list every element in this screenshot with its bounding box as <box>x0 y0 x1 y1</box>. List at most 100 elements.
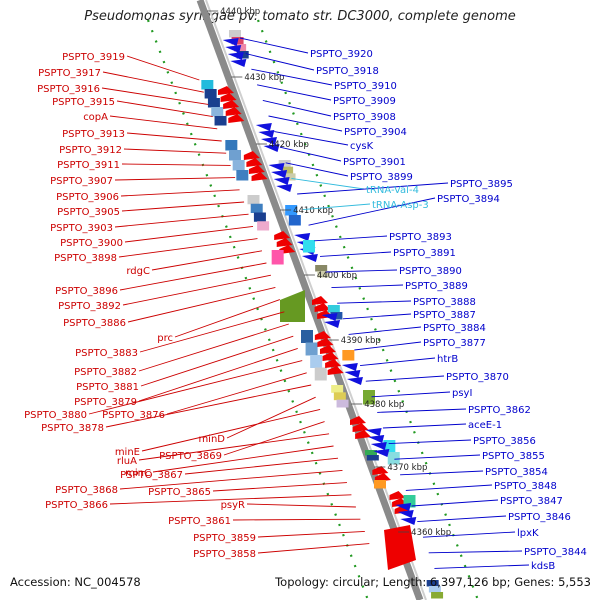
leader-line-left <box>88 360 303 415</box>
scale-tick-label: 4410 kbp <box>293 206 333 216</box>
leader-line-left <box>119 262 267 291</box>
gene-block-3858 <box>384 525 416 570</box>
scale-tick-label: 4400 kbp <box>317 271 357 281</box>
reverse-arrows-3884 <box>321 313 341 328</box>
gene-label-left: PSPTO_3881 <box>76 382 139 393</box>
reverse-arrows-3918 <box>222 38 247 67</box>
gene-block-3890 <box>315 265 330 278</box>
leader-line-right <box>417 515 507 523</box>
scale-tick-label: 4380 kbp <box>364 400 404 410</box>
gene-label-right: PSPTO_3891 <box>393 248 456 259</box>
leader-line-right <box>297 182 449 195</box>
leader-line-left <box>140 335 294 387</box>
accession-label: Accession: NC_004578 <box>10 575 141 589</box>
gene-label-left: PSPTO_3886 <box>63 318 126 329</box>
gene-label-right: PSPTO_3854 <box>485 467 548 478</box>
gene-label-left: PSPTO_3861 <box>168 516 231 527</box>
leader-line-left <box>121 163 231 166</box>
leader-line-right <box>274 131 349 146</box>
leader-line-right <box>314 235 388 242</box>
gene-label-left: PSPTO_3868 <box>55 485 118 496</box>
leader-line-left <box>118 238 258 258</box>
genome-summary: Topology: circular; Length: 6,397,126 bp… <box>275 575 591 589</box>
leader-line-right <box>360 357 436 367</box>
rna-label: tRNA-Asp-3 <box>372 200 429 211</box>
leader-line-left <box>184 457 339 475</box>
forward-arrows-3911 <box>243 151 268 181</box>
leader-line-right <box>394 454 481 460</box>
gene-block-3865 <box>374 480 386 489</box>
gene-label-right: PSPTO_3899 <box>350 172 413 183</box>
gene-label-left: PSPTO_3906 <box>56 192 119 203</box>
gene-label-left: PSPTO_3911 <box>57 160 120 171</box>
label-leader-lines <box>88 37 530 569</box>
leader-line-right <box>382 423 467 429</box>
scale-ticks: 4440 kbp 4430 kbp 4420 kbp 4410 kbp 4400 kbp… <box>207 7 451 538</box>
leader-line-right <box>434 564 530 569</box>
gene-block-copA <box>201 80 227 126</box>
gene-label-right: PSPTO_3870 <box>446 372 509 383</box>
gene-label-left: PSPTO_3907 <box>50 176 113 187</box>
gene-block-3877 <box>342 350 355 361</box>
gene-label-right: PSPTO_3884 <box>423 323 486 334</box>
gene-label-left: psyR <box>221 500 245 511</box>
leader-line-right <box>302 203 371 211</box>
gene-label-right: PSPTO_3877 <box>423 338 486 349</box>
leader-line-left <box>139 311 285 353</box>
gene-label-right: PSPTO_3889 <box>405 281 468 292</box>
gene-label-left: PSPTO_3867 <box>120 470 183 481</box>
leader-line-left <box>109 494 352 505</box>
gene-label-left: PSPTO_3919 <box>62 52 125 63</box>
gene-label-left: PSPTO_3898 <box>54 253 117 264</box>
gene-label-right: PSPTO_3920 <box>310 49 373 60</box>
leader-line-left <box>138 323 289 372</box>
leader-line-right <box>348 326 422 335</box>
gene-label-left: minC <box>125 468 151 479</box>
leader-line-right <box>377 408 467 413</box>
gene-label-left: minD <box>198 434 225 445</box>
gene-label-right: PSPTO_3895 <box>450 179 513 190</box>
reverse-arrows-3901 <box>268 163 293 192</box>
gene-label-left: PSPTO_3896 <box>55 286 118 297</box>
gene-label-right: PSPTO_3904 <box>344 127 407 138</box>
leader-line-left <box>141 408 321 452</box>
leader-line-right <box>308 197 436 226</box>
leader-line-left <box>212 482 347 492</box>
gene-label-left: PSPTO_3917 <box>38 68 101 79</box>
scale-tick-label: 4420 kbp <box>269 140 309 150</box>
gene-label-left: PSPTO_3858 <box>193 549 256 560</box>
gene-label-right: PSPTO_3848 <box>494 481 557 492</box>
gene-label-left: PSPTO_3892 <box>58 301 121 312</box>
leader-line-right <box>365 375 445 382</box>
leader-line-left <box>138 347 298 402</box>
leader-line-right <box>422 531 516 538</box>
gene-label-right: PSPTO_3901 <box>343 157 406 168</box>
gene-block-3876 <box>331 385 349 408</box>
gene-label-right: PSPTO_3894 <box>437 194 500 205</box>
leader-line-left <box>257 543 370 554</box>
leader-line-right <box>285 162 349 177</box>
gene-label-right: aceE-1 <box>468 420 502 431</box>
leader-line-right <box>354 341 422 351</box>
leader-line-left <box>101 87 209 105</box>
leader-line-left <box>114 213 249 228</box>
leader-line-left <box>122 274 271 306</box>
gene-label-left: PSPTO_3913 <box>62 129 125 140</box>
leader-line-left <box>114 177 236 181</box>
gene-label-right: PSPTO_3844 <box>524 547 587 558</box>
gene-label-right: PSPTO_3856 <box>473 436 536 447</box>
scale-tick-label: 4440 kbp <box>220 7 260 17</box>
leader-line-left <box>124 225 254 243</box>
gene-label-left: PSPTO_3903 <box>50 223 113 234</box>
gene-label-right: kdsB <box>531 561 555 572</box>
gene-block-kdsB <box>426 580 444 599</box>
gene-label-right: PSPTO_3893 <box>389 232 452 243</box>
leader-line-left <box>174 299 281 338</box>
leader-line-right <box>257 84 332 101</box>
scale-tick-label: 4430 kbp <box>244 73 284 83</box>
leader-line-right <box>268 115 343 132</box>
forward-arrows-3915 <box>218 86 245 123</box>
leader-line-right <box>251 68 333 86</box>
leader-line-left <box>109 115 218 130</box>
